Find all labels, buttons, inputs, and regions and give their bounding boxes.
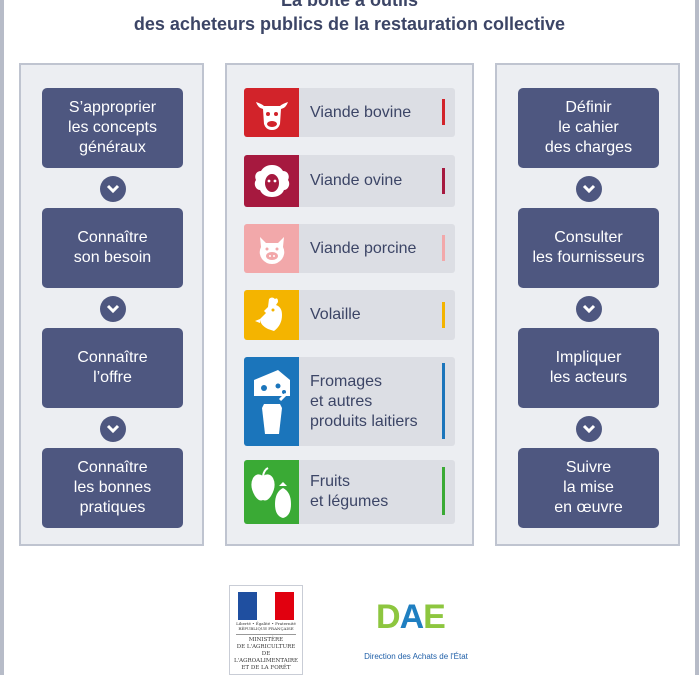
chevron-down-icon bbox=[576, 416, 602, 442]
dae-letter-a: A bbox=[399, 598, 425, 636]
category-fromages-produits-laitiers[interactable]: Fromages et autres produits laitiers bbox=[244, 357, 455, 446]
sheep-icon bbox=[244, 155, 299, 207]
right-step-4[interactable]: Suivre la mise en œuvre bbox=[518, 448, 659, 528]
dae-letter-e: E bbox=[423, 598, 446, 636]
left-step-1[interactable]: S’approprier les concepts généraux bbox=[42, 88, 183, 168]
chevron-down-icon bbox=[576, 296, 602, 322]
right-steps-panel: Définir le cahier des charges Consulter … bbox=[495, 63, 680, 546]
cow-icon bbox=[244, 88, 299, 137]
category-label: Fromages et autres produits laitiers bbox=[310, 372, 418, 430]
frame-border-right bbox=[695, 0, 699, 675]
page-title-line-2: des acheteurs publics de la restauration… bbox=[133, 14, 566, 34]
category-label: Viande ovine bbox=[310, 172, 403, 189]
pig-icon bbox=[244, 224, 299, 273]
category-viande-porcine[interactable]: Viande porcine bbox=[244, 224, 455, 273]
left-steps-panel: S’approprier les concepts généraux Conna… bbox=[19, 63, 204, 546]
dae-letter-d: D bbox=[376, 598, 401, 636]
ministry-logo: Liberté • Égalité • Fraternité RÉPUBLIQU… bbox=[229, 585, 303, 675]
dae-logo: DAE Direction des Achats de l'État bbox=[360, 590, 472, 670]
chicken-icon bbox=[244, 290, 299, 340]
category-volaille[interactable]: Volaille bbox=[244, 290, 455, 340]
category-color-bar bbox=[442, 99, 445, 125]
chevron-down-icon bbox=[100, 176, 126, 202]
right-step-2[interactable]: Consulter les fournisseurs bbox=[518, 208, 659, 288]
category-color-bar bbox=[442, 302, 445, 328]
cheese-yogurt-icon bbox=[244, 357, 299, 446]
ministry-name: MINISTÈRE DE L'AGRICULTURE DE L'AGROALIM… bbox=[233, 637, 299, 671]
apple-eggplant-icon bbox=[244, 460, 299, 524]
category-color-bar bbox=[442, 363, 445, 439]
chevron-down-icon bbox=[100, 296, 126, 322]
left-step-3[interactable]: Connaître l’offre bbox=[42, 328, 183, 408]
category-label: Volaille bbox=[310, 306, 361, 323]
category-viande-ovine[interactable]: Viande ovine bbox=[244, 155, 455, 207]
frame-border-left bbox=[0, 0, 4, 675]
french-flag-icon bbox=[238, 592, 295, 620]
right-step-1[interactable]: Définir le cahier des charges bbox=[518, 88, 659, 168]
left-step-2[interactable]: Connaître son besoin bbox=[42, 208, 183, 288]
category-label: Viande porcine bbox=[310, 239, 417, 257]
dae-wordmark: DAE bbox=[376, 598, 446, 637]
chevron-down-icon bbox=[100, 416, 126, 442]
chevron-down-icon bbox=[576, 176, 602, 202]
category-viande-bovine[interactable]: Viande bovine bbox=[244, 88, 455, 137]
category-label: Viande bovine bbox=[310, 103, 412, 121]
ministry-divider bbox=[236, 634, 296, 635]
left-step-4[interactable]: Connaître les bonnes pratiques bbox=[42, 448, 183, 528]
category-color-bar bbox=[442, 168, 445, 194]
category-color-bar bbox=[442, 467, 445, 515]
category-color-bar bbox=[442, 235, 445, 261]
category-fruits-legumes[interactable]: Fruits et légumes bbox=[244, 460, 455, 524]
right-step-3[interactable]: Impliquer les acteurs bbox=[518, 328, 659, 408]
ministry-motto: Liberté • Égalité • Fraternité bbox=[236, 621, 296, 626]
page-title-line-1: La boîte à outils bbox=[280, 0, 418, 10]
ministry-country: RÉPUBLIQUE FRANÇAISE bbox=[238, 626, 294, 631]
dae-caption: Direction des Achats de l'État bbox=[364, 652, 468, 661]
product-categories-panel: Viande bovine Viande ovine Viande porcin… bbox=[225, 63, 474, 546]
category-label: Fruits et légumes bbox=[310, 473, 389, 510]
